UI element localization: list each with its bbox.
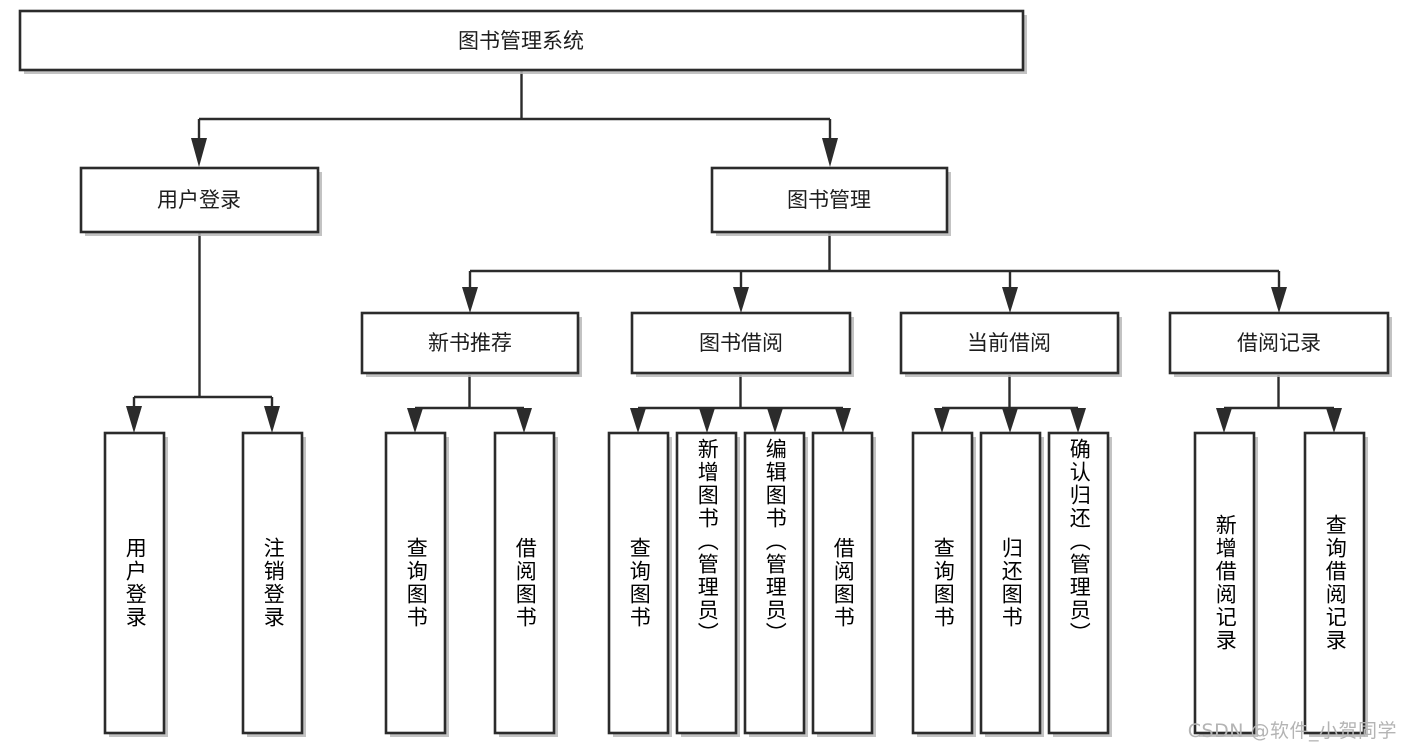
connector-layer xyxy=(126,70,1342,433)
leaf-bb-query-book-rect xyxy=(607,431,670,735)
leaf-br-add-record-rect xyxy=(1193,431,1256,735)
leaf-cb-return-book-rect xyxy=(979,431,1042,735)
node-root[interactable]: 图书管理系统 xyxy=(18,9,1027,74)
leaf-bb-borrow-book-rect xyxy=(811,431,874,735)
leaf-nbr-borrow-book-rect xyxy=(493,431,556,735)
arrow-head-br-leaf-1 xyxy=(1216,408,1232,433)
leaf-node[interactable] xyxy=(1047,431,1112,737)
node-root-rect xyxy=(18,9,1025,72)
leaf-user-login-rect xyxy=(103,431,166,735)
leaf-nbr-query-book-rect xyxy=(384,431,447,735)
node-new-book-recommendation[interactable]: 新书推荐 xyxy=(360,311,582,377)
node-new-book-recommendation-rect xyxy=(360,311,580,375)
node-user-login-rect xyxy=(79,166,320,234)
leaf-node[interactable] xyxy=(911,431,976,737)
arrow-head-book-mgmt xyxy=(822,138,838,167)
node-book-management-rect xyxy=(710,166,949,234)
node-current-borrowing[interactable]: 当前借阅 xyxy=(899,311,1122,377)
arrow-head-nbr-leaf-2 xyxy=(516,408,532,433)
arrow-head-current-borrow xyxy=(1002,287,1018,313)
leaf-node[interactable] xyxy=(103,431,168,737)
node-book-borrowing-label: 图书借阅 xyxy=(699,331,783,355)
arrow-head-bb-leaf-4 xyxy=(835,408,851,433)
node-current-borrowing-label: 当前借阅 xyxy=(967,331,1051,355)
arrow-head-cb-leaf-3 xyxy=(1070,408,1086,433)
arrow-head-new-book-rec xyxy=(462,287,478,313)
arrow-head-book-borrow xyxy=(733,287,749,313)
node-borrowing-record-label: 借阅记录 xyxy=(1237,331,1321,355)
arrow-head-leaf-logout xyxy=(264,406,280,433)
leaf-node[interactable] xyxy=(743,431,808,737)
leaf-cb-query-book-rect xyxy=(911,431,974,735)
leaf-node[interactable] xyxy=(979,431,1044,737)
leaf-br-query-record-rect xyxy=(1303,431,1366,735)
arrow-head-bb-leaf-2 xyxy=(699,408,715,433)
node-book-management[interactable]: 图书管理 xyxy=(710,166,951,236)
arrow-head-user-login xyxy=(191,138,207,167)
arrow-head-bb-leaf-3 xyxy=(767,408,783,433)
leaf-node[interactable] xyxy=(493,431,558,737)
arrow-head-cb-leaf-1 xyxy=(934,408,950,433)
node-current-borrowing-rect xyxy=(899,311,1120,375)
leaf-bb-add-book-rect xyxy=(675,431,738,735)
arrow-head-borrow-record xyxy=(1271,287,1287,313)
node-layer: 图书管理系统 用户登录 图书管理 新书推荐 xyxy=(18,9,1392,737)
node-book-management-label: 图书管理 xyxy=(787,188,871,212)
leaf-node[interactable] xyxy=(241,431,306,737)
arrow-head-bb-leaf-1 xyxy=(630,408,646,433)
node-book-borrowing-rect xyxy=(630,311,852,375)
node-borrowing-record-rect xyxy=(1168,311,1390,375)
node-new-book-recommendation-label: 新书推荐 xyxy=(428,331,512,355)
leaf-cb-confirm-return-rect xyxy=(1047,431,1110,735)
leaf-node[interactable] xyxy=(1193,431,1258,737)
arrow-head-br-leaf-2 xyxy=(1326,408,1342,433)
csdn-watermark: CSDN @软件_小贺同学 xyxy=(1187,720,1397,742)
node-borrowing-record[interactable]: 借阅记录 xyxy=(1168,311,1392,377)
leaf-node[interactable] xyxy=(675,431,740,737)
arrow-head-nbr-leaf-1 xyxy=(407,408,423,433)
leaf-node[interactable] xyxy=(384,431,449,737)
node-root-label: 图书管理系统 xyxy=(458,29,584,53)
arrow-head-cb-leaf-2 xyxy=(1002,408,1018,433)
leaf-node[interactable] xyxy=(1303,431,1368,737)
node-user-login[interactable]: 用户登录 xyxy=(79,166,322,236)
node-book-borrowing[interactable]: 图书借阅 xyxy=(630,311,854,377)
arrow-head-leaf-user-login xyxy=(126,406,142,433)
leaf-logout-rect xyxy=(241,431,304,735)
leaf-node[interactable] xyxy=(607,431,672,737)
leaf-node[interactable] xyxy=(811,431,876,737)
node-user-login-label: 用户登录 xyxy=(157,188,241,212)
leaf-bb-edit-book-rect xyxy=(743,431,806,735)
